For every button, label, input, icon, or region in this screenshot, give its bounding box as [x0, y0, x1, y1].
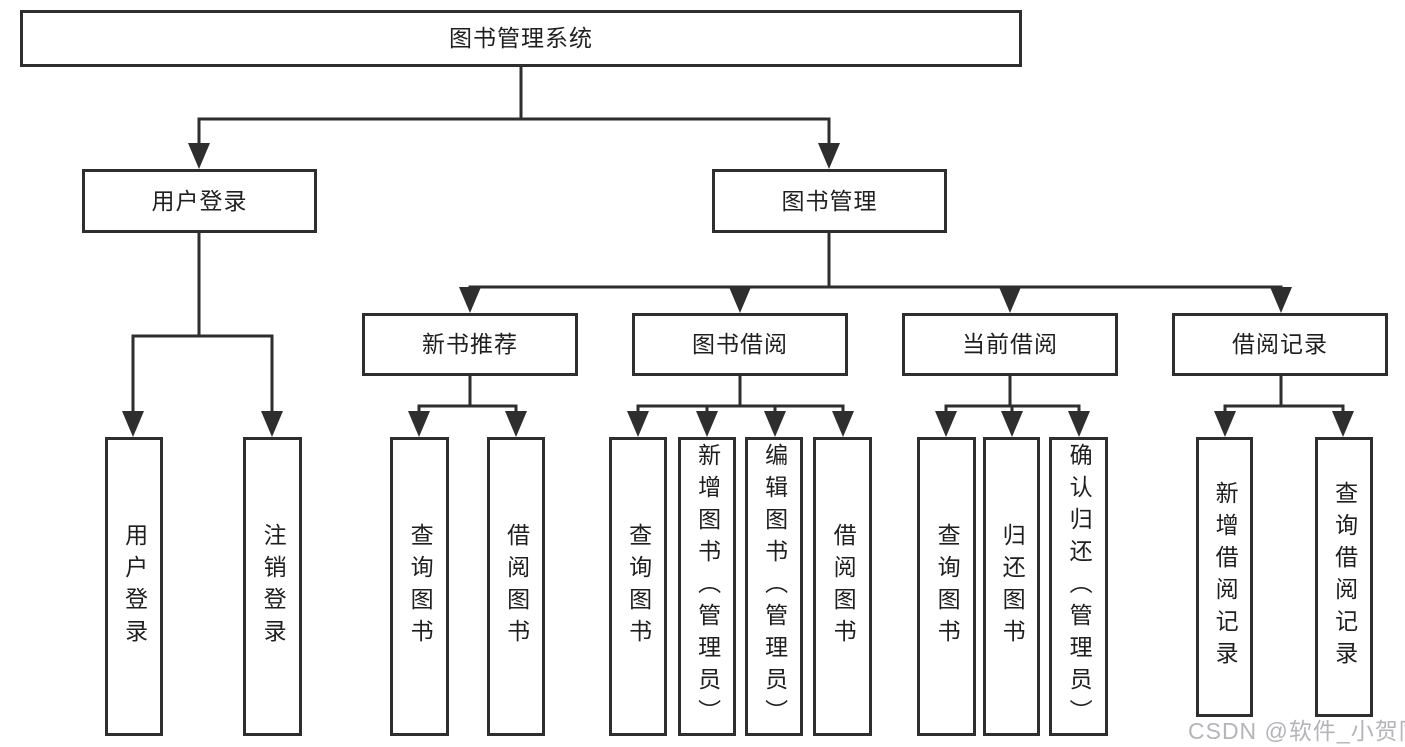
- leaf-label: 查询图书: [934, 522, 961, 651]
- leaf-label: 编辑图书（管理员）: [761, 442, 788, 731]
- node-book-borrowing: 图书借阅: [632, 313, 848, 376]
- leaf-query-books-borrowing: 查询图书: [609, 437, 667, 736]
- leaf-query-books-recommend: 查询图书: [390, 437, 449, 736]
- leaf-add-borrow-record: 新增借阅记录: [1196, 437, 1253, 717]
- leaf-query-borrow-record: 查询借阅记录: [1315, 437, 1373, 717]
- leaf-label: 查询借阅记录: [1331, 481, 1358, 673]
- node-library-system: 图书管理系统: [20, 10, 1022, 67]
- leaf-query-books-current: 查询图书: [917, 437, 976, 736]
- node-new-book-recommend: 新书推荐: [362, 313, 578, 376]
- leaf-confirm-return-admin: 确认归还（管理员）: [1049, 437, 1108, 736]
- leaf-label: 用户登录: [121, 522, 148, 651]
- watermark-text: CSDN @软件_小贺同学: [1188, 718, 1405, 744]
- leaf-user-login: 用户登录: [105, 437, 163, 736]
- node-borrowing-records: 借阅记录: [1172, 313, 1388, 376]
- leaf-label: 查询图书: [625, 522, 652, 651]
- node-current-borrowing: 当前借阅: [902, 313, 1118, 376]
- leaf-borrow-books-borrowing: 借阅图书: [813, 437, 872, 736]
- leaf-label: 归还图书: [999, 522, 1026, 651]
- node-book-management: 图书管理: [712, 169, 947, 233]
- leaf-borrow-books-recommend: 借阅图书: [487, 437, 545, 736]
- leaf-label: 注销登录: [260, 522, 287, 651]
- leaf-label: 借阅图书: [830, 522, 857, 651]
- node-user-login: 用户登录: [82, 169, 317, 233]
- leaf-label: 借阅图书: [503, 522, 530, 651]
- leaf-label: 确认归还（管理员）: [1066, 442, 1093, 731]
- leaf-label: 查询图书: [407, 522, 434, 651]
- leaf-label: 新增借阅记录: [1212, 481, 1239, 673]
- leaf-label: 新增图书（管理员）: [694, 442, 721, 731]
- leaf-return-books: 归还图书: [983, 437, 1040, 736]
- leaf-logout-login: 注销登录: [243, 437, 302, 736]
- leaf-edit-books-admin: 编辑图书（管理员）: [745, 437, 803, 736]
- leaf-add-books-admin: 新增图书（管理员）: [678, 437, 736, 736]
